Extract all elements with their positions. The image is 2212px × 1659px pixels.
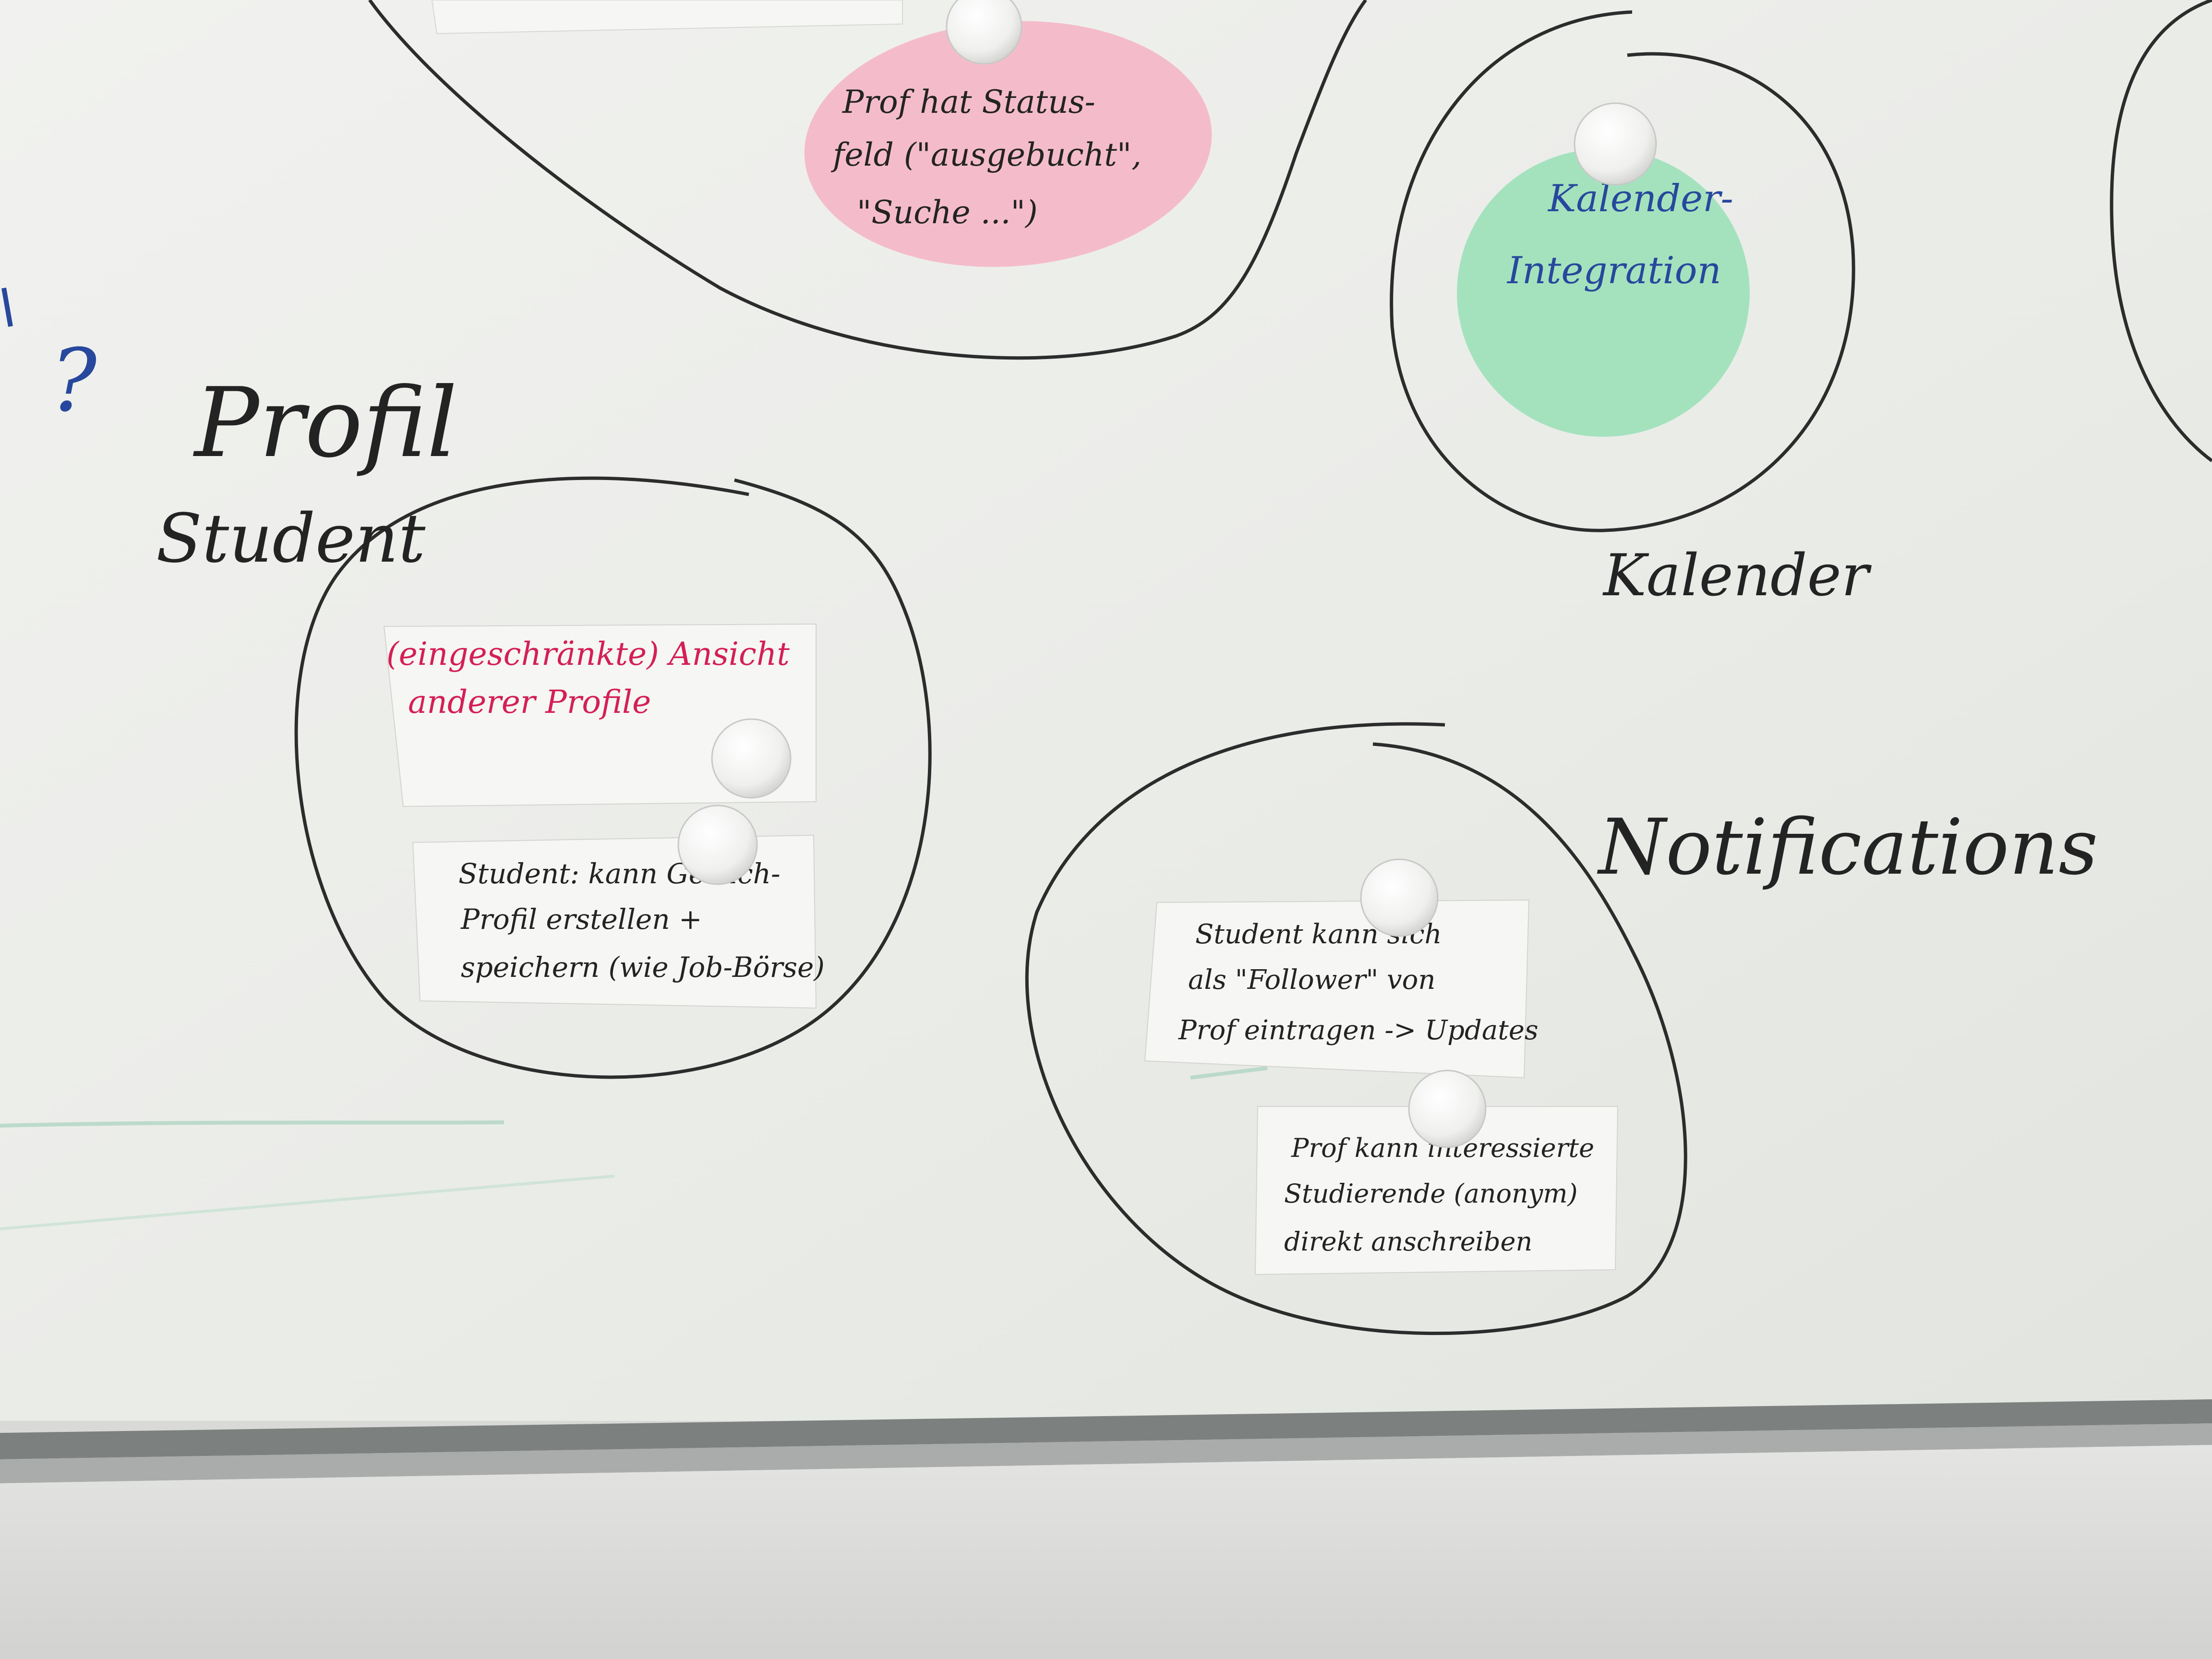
- note-text-line: speichern (wie Job-Börse): [461, 951, 825, 984]
- note-text-line: Prof hat Status-: [842, 84, 1095, 120]
- sticky-note-partial: [431, 0, 903, 35]
- question-mark-label: ?: [50, 331, 97, 431]
- cluster-outline-profil: [294, 476, 932, 1079]
- sticky-note-kalender-integration: Kalender- Integration: [1457, 149, 1750, 437]
- magnet-icon[interactable]: [677, 805, 758, 885]
- note-text-line: Kalender-: [1547, 177, 1733, 220]
- magnet-icon[interactable]: [1574, 102, 1657, 186]
- sticky-note-student-gesuch: Student: kann Gesuch- Profil erstellen +…: [412, 834, 825, 1009]
- sticky-note-eingeschraenkte-ansicht: (eingeschränkte) Ansicht anderer Profile: [383, 623, 817, 807]
- sticky-note-student-follower: Student kann sich als "Follower" von Pro…: [1144, 899, 1539, 1079]
- note-text-line: Prof eintragen -> Updates: [1178, 1015, 1539, 1046]
- sticky-note-prof-anschreiben: Prof kann interessierte Studierende (ano…: [1254, 1106, 1619, 1275]
- cluster-outline-status: [368, 0, 1367, 360]
- marker-smudge: [1190, 1066, 1268, 1080]
- magnet-icon[interactable]: [1360, 858, 1439, 937]
- marker-smudge: [0, 1120, 505, 1128]
- note-text-line: Studierende (anonym): [1284, 1178, 1578, 1209]
- blue-marker-stroke: [1, 288, 13, 327]
- note-text-line: Integration: [1506, 249, 1721, 292]
- note-text-line: direkt anschreiben: [1284, 1226, 1532, 1257]
- marker-smudge: [0, 1175, 615, 1230]
- note-text-line: feld ("ausgebucht",: [830, 136, 1142, 173]
- wall-below: [0, 1445, 2212, 1659]
- kalender-label: Kalender: [1602, 542, 1872, 609]
- notifications-label: Notifications: [1597, 802, 2098, 892]
- note-text-line: anderer Profile: [408, 684, 651, 721]
- cluster-outline-kalender: [1390, 10, 1855, 532]
- sticky-note-prof-status: Prof hat Status- feld ("ausgebucht", "Su…: [804, 21, 1212, 267]
- magnet-icon[interactable]: [946, 0, 1022, 65]
- board-ledge: [0, 1423, 2212, 1483]
- cluster-outline-notifications: [1025, 722, 1687, 1335]
- note-text-line: als "Follower" von: [1188, 964, 1435, 996]
- board-frame: [0, 1399, 2212, 1459]
- magnet-icon[interactable]: [1408, 1070, 1487, 1148]
- note-text-line: (eingeschränkte) Ansicht: [386, 636, 790, 673]
- student-label: Student: [156, 500, 426, 578]
- cluster-outline-right: [2110, 0, 2212, 462]
- profil-label: Profil: [192, 367, 457, 479]
- note-text-line: "Suche ..."): [857, 194, 1038, 231]
- magnet-icon[interactable]: [711, 718, 792, 799]
- note-text-line: Profil erstellen +: [460, 903, 702, 936]
